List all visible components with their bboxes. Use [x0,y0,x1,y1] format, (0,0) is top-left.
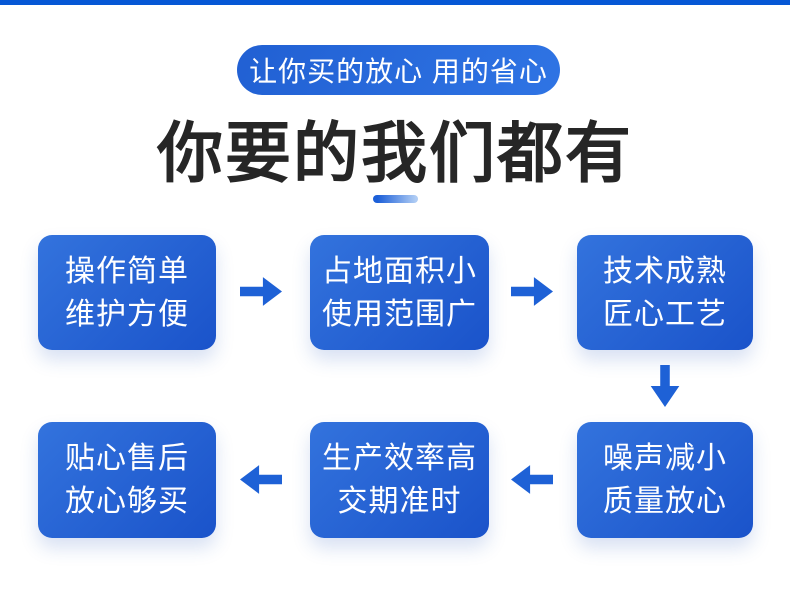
arrow-left-icon [511,465,553,494]
flow-box-line: 贴心售后 [65,442,189,475]
flow-box-line: 维护方便 [65,297,189,331]
flow-box-caring-aftersales: 贴心售后 放心够买 [38,422,216,538]
flow-box-line: 使用范围广 [322,297,477,331]
flow-box-line: 操作简单 [65,254,189,288]
slogan-text: 让你买的放心 用的省心 [249,56,548,87]
flow-box-line: 噪声减小 [603,442,727,475]
page-title: 你要的我们都有 [157,116,633,190]
flow-box-high-efficiency: 生产效率高 交期准时 [310,422,489,538]
flow-box-low-noise: 噪声减小 质量放心 [577,422,753,538]
arrow-left-icon [240,465,282,494]
flow-box-line: 交期准时 [337,485,462,518]
flow-box-line: 质量放心 [603,485,727,518]
flow-box-line: 生产效率高 [322,442,477,475]
flow-box-mature-technology: 技术成熟 匠心工艺 [577,235,753,350]
flow-box-line: 占地面积小 [322,254,477,288]
flow-box-line: 匠心工艺 [603,297,727,331]
flow-box-small-footprint: 占地面积小 使用范围广 [310,235,489,350]
flow-box-line: 技术成熟 [603,254,727,288]
flow-box-line: 放心够买 [65,485,189,518]
arrow-right-icon [511,277,553,306]
slogan-badge: 让你买的放心 用的省心 [237,45,560,95]
title-underline [373,195,418,203]
arrow-right-icon [240,277,282,306]
arrow-down-icon [650,365,680,407]
top-accent-bar [0,0,790,5]
flow-box-easy-operation: 操作简单 维护方便 [38,235,216,350]
